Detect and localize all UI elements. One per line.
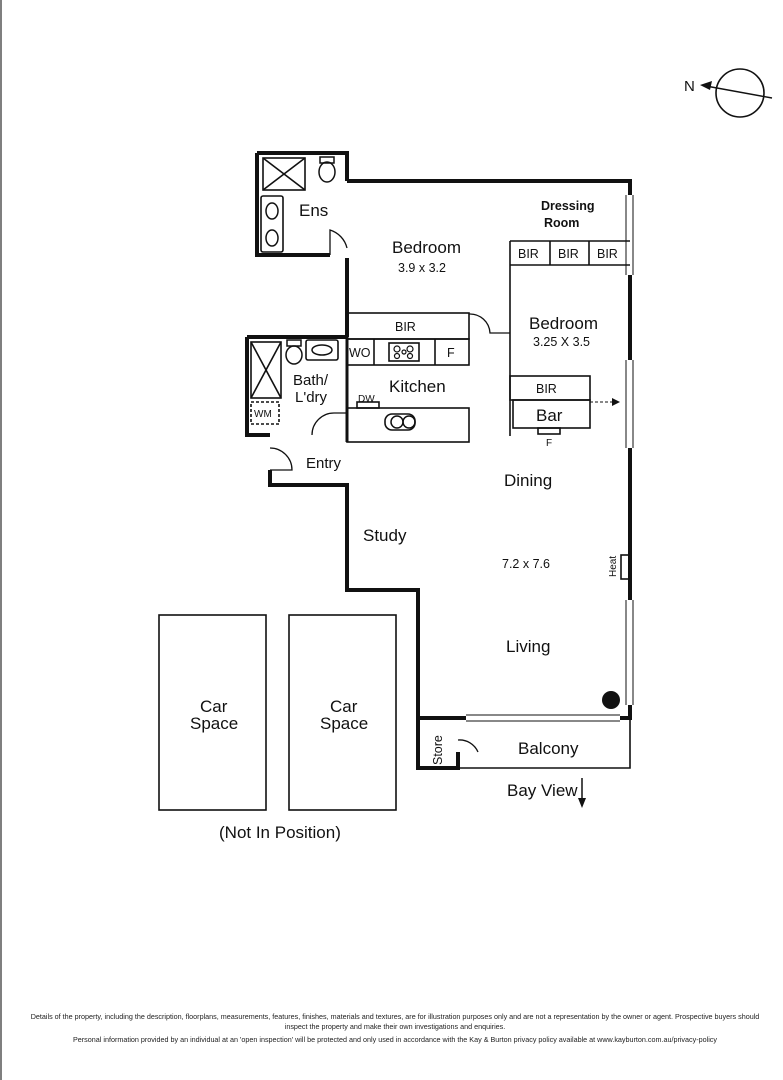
label-dw: DW: [358, 394, 375, 405]
compass-arrowhead: [700, 81, 712, 90]
heater-box: [620, 554, 630, 580]
label-bir-2: BIR: [558, 247, 579, 261]
car-space-2-line1: Car: [330, 697, 358, 716]
burner-2: [406, 345, 414, 353]
label-wo: WO: [349, 346, 371, 360]
label-bir-1: BIR: [518, 247, 539, 261]
door-entry: [269, 447, 293, 471]
vanity-ensuite: [260, 195, 284, 253]
shower-ensuite: [262, 157, 306, 191]
label-fridge: F: [447, 346, 455, 360]
toilet-ensuite-tank: [319, 156, 335, 164]
toilets: [265, 156, 416, 429]
compass: N: [684, 68, 773, 118]
compass-needle: [705, 85, 773, 99]
label-balcony: Balcony: [518, 739, 579, 758]
label-bedroom2: Bedroom: [529, 314, 598, 333]
label-heat: Heat: [608, 556, 619, 577]
label-dressing-2: Room: [544, 216, 579, 230]
toilet-bath-tank: [286, 339, 302, 347]
burner-1: [393, 345, 401, 353]
bar-arrow: [590, 398, 620, 406]
bay-view-arrow: [578, 778, 586, 808]
cooktop-burners: [393, 345, 414, 360]
burner-4: [406, 352, 414, 360]
door-bedroom2: [468, 313, 510, 334]
car-space-2-line2: Space: [320, 714, 368, 733]
label-living-size: 7.2 x 7.6: [502, 557, 550, 571]
label-ensuite: Ens: [299, 201, 328, 220]
toilet-bath-bowl: [285, 345, 303, 365]
cooktop: [388, 342, 420, 362]
shower-ensuite-x2: [262, 157, 306, 191]
label-not-in-position: (Not In Position): [219, 823, 341, 842]
car-space-1-line1: Car: [200, 697, 228, 716]
label-dining: Dining: [504, 471, 552, 490]
wall-store: [416, 718, 460, 770]
door-swings: [269, 229, 510, 753]
car-space-2: [288, 614, 397, 811]
toilet-ensuite-bowl: [318, 161, 336, 183]
kitchen-island: [346, 407, 470, 443]
label-bar-fridge: F: [546, 438, 552, 449]
wall-ensuite-top: [257, 151, 349, 181]
wall-bath-left: [245, 337, 270, 437]
label-bir-kitchen: BIR: [395, 320, 416, 334]
burner-5: [401, 349, 407, 355]
label-dressing-1: Dressing: [541, 199, 595, 213]
car-space-1-line2: Space: [190, 714, 238, 733]
label-bedroom1: Bedroom: [392, 238, 461, 257]
label-kitchen: Kitchen: [389, 377, 446, 396]
door-bath: [311, 412, 347, 436]
ensuite-basin-1: [265, 202, 279, 220]
compass-circle: [715, 68, 765, 118]
kitchen-bench-back: [346, 338, 470, 366]
label-bay-view: Bay View: [507, 781, 578, 800]
bay-view-arrow-head: [578, 798, 586, 808]
label-bir-3: BIR: [597, 247, 618, 261]
bath-shower: [250, 341, 282, 399]
bath-shower-x2: [250, 341, 282, 399]
label-bir-bed2: BIR: [536, 382, 557, 396]
door-store: [457, 739, 479, 753]
label-bedroom2-size: 3.25 X 3.5: [533, 335, 590, 349]
ensuite-basin-2: [265, 229, 279, 247]
label-bedroom1-size: 3.9 x 3.2: [398, 261, 446, 275]
label-study: Study: [363, 526, 407, 545]
wall-top: [347, 179, 632, 195]
disclaimer-line-2: Personal information provided by an indi…: [73, 1035, 717, 1044]
label-bath-1: Bath/: [293, 372, 329, 389]
sink-bowl-2: [402, 415, 416, 429]
burner-3: [393, 352, 401, 360]
bar-arrow-head: [612, 398, 620, 406]
bath-basin: [311, 344, 333, 356]
bath-vanity: [305, 339, 339, 361]
column-dot: [602, 691, 620, 709]
label-bath-2: L'dry: [295, 389, 328, 406]
label-wm: WM: [254, 409, 272, 420]
label-bar: Bar: [536, 406, 563, 425]
label-store: Store: [431, 735, 445, 765]
north-label: N: [684, 78, 695, 95]
dishwasher-box: [356, 401, 380, 409]
door-ensuite: [329, 229, 348, 255]
balcony-outline: [458, 718, 631, 769]
label-entry: Entry: [306, 455, 342, 472]
label-living: Living: [506, 637, 550, 656]
bar-fridge-box: [537, 427, 561, 435]
sink-bowl-1: [390, 415, 404, 429]
disclaimer: Details of the property, including the d…: [30, 1012, 760, 1045]
disclaimer-line-1: Details of the property, including the d…: [30, 1012, 760, 1031]
wall-study-left: [268, 470, 420, 718]
car-space-1: [158, 614, 267, 811]
windows-right: [466, 195, 634, 722]
wall-ensuite-left: [255, 153, 330, 257]
